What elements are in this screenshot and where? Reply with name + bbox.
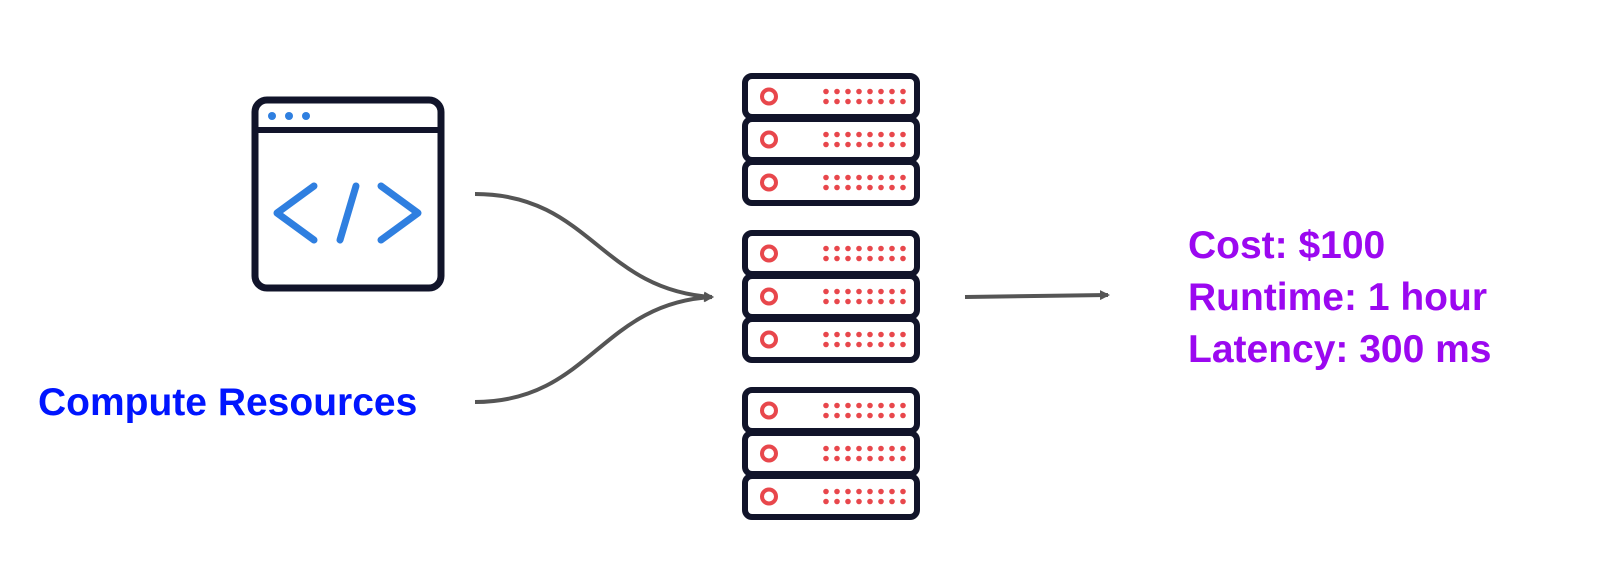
server-unit [742, 73, 920, 120]
server-unit [742, 473, 920, 520]
server-stack [742, 73, 920, 520]
server-unit [742, 230, 920, 277]
server-unit [742, 430, 920, 477]
server-unit [742, 316, 920, 363]
server-unit [742, 116, 920, 163]
runtime-metric: Runtime: 1 hour [1188, 276, 1487, 319]
arrow-code-to-servers [474, 192, 714, 302]
latency-metric: Latency: 300 ms [1188, 328, 1492, 371]
arrow-resources-to-servers [474, 292, 714, 404]
cost-metric: Cost: $100 [1188, 224, 1386, 267]
server-unit [742, 159, 920, 206]
server-unit [742, 273, 920, 320]
compute-resources-label: Compute Resources [38, 381, 418, 424]
code-window-icon [251, 96, 445, 292]
server-unit [742, 387, 920, 434]
metrics-block: Cost: $100 Runtime: 1 hour Latency: 300 … [1188, 220, 1492, 376]
arrow-servers-to-metrics [964, 290, 1110, 301]
